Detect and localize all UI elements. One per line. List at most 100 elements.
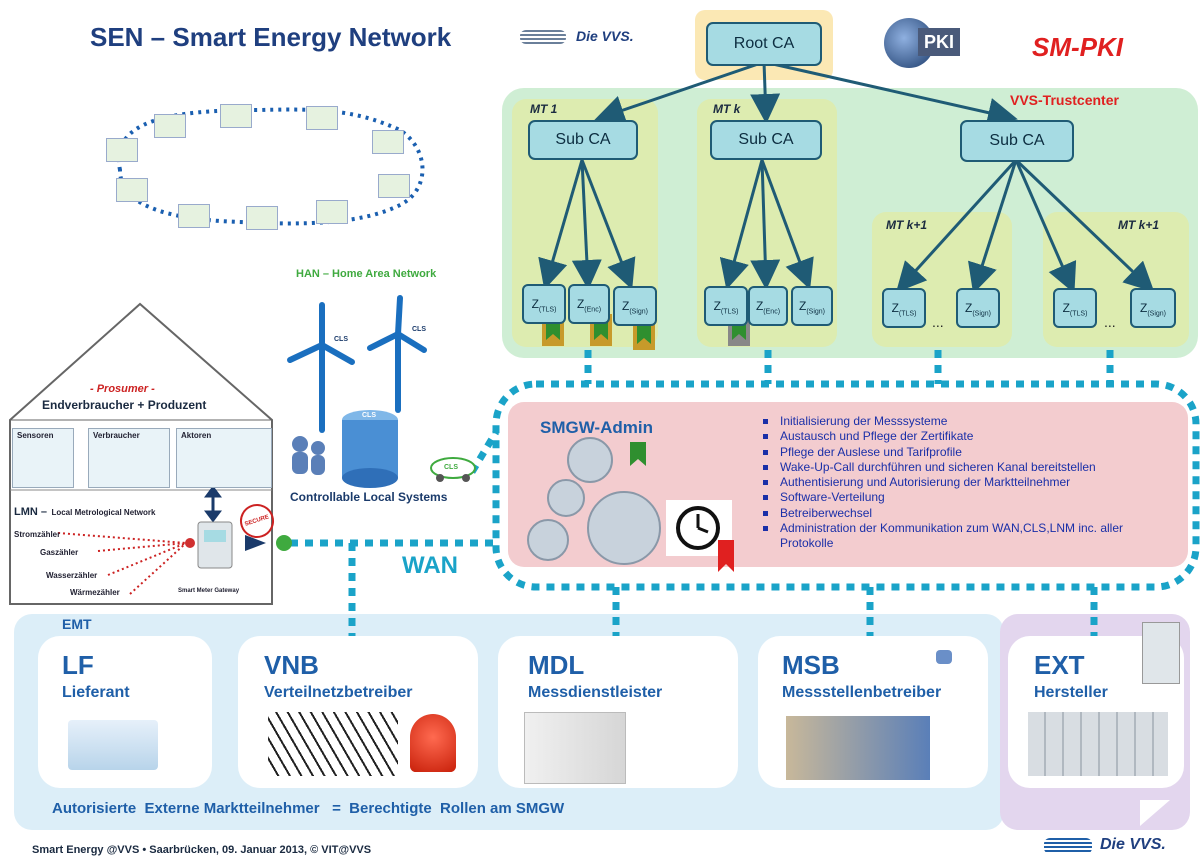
cert-z-letter: Z: [755, 299, 764, 313]
consumers-section: Verbraucher: [88, 428, 170, 488]
cert-z-letter: Z: [1139, 301, 1148, 315]
products-icon: [1028, 712, 1168, 776]
root-ca-box: Root CA: [706, 22, 822, 66]
role-abbr-ext: EXT: [1034, 650, 1085, 680]
lmn-main: LMN –: [14, 506, 47, 518]
house-icon: [116, 178, 148, 202]
sm-pki-label: SM-PKI: [1032, 32, 1123, 62]
role-card-ext: EXT Hersteller: [1008, 622, 1184, 788]
cert-z-tls-1: Z(TLS): [522, 284, 566, 324]
meter-water: Wasserzähler: [46, 571, 98, 580]
vvs-logo-bottom: Die VVS.: [1044, 836, 1194, 858]
admin-task: Initialisierung der Messsysteme: [762, 414, 1157, 429]
admin-task: Pflege der Auslese und Tarifprofile: [762, 445, 1157, 460]
sub-ca-1: Sub CA: [528, 120, 638, 160]
mt-label-k: MT k: [713, 102, 741, 116]
house-icon: [246, 206, 278, 230]
mt-label-1: MT 1: [530, 102, 558, 116]
cert-z-letter: Z: [531, 297, 539, 311]
cert-z-sub: (Sign): [972, 310, 992, 318]
sensors-label: Sensoren: [17, 431, 54, 440]
role-abbr-vnb: VNB: [264, 650, 319, 680]
smart-grid-network-illustration: [96, 96, 436, 236]
vvs-logo-text: Die VVS.: [1100, 836, 1166, 853]
cert-z-sub: (Enc): [584, 306, 602, 314]
sensors-section: Sensoren: [12, 428, 74, 488]
sub-ca-2: Sub CA: [710, 120, 822, 160]
power-pylon-icon: [268, 712, 398, 776]
cert-z-sub: (TLS): [538, 306, 557, 314]
cls-label-car: CLS: [444, 464, 458, 471]
admin-task: Authentisierung und Autorisierung der Ma…: [762, 475, 1157, 490]
house-icon: [178, 204, 210, 228]
role-card-mdl: MDL Messdienstleister: [498, 636, 738, 788]
ellipsis-2: ...: [1104, 314, 1116, 330]
role-name-msb: Messstellenbetreiber: [782, 684, 942, 701]
cert-z-letter: Z: [1062, 301, 1070, 315]
cert-z-letter: Z: [964, 301, 973, 315]
role-card-msb: MSB Messstellenbetreiber: [758, 636, 988, 788]
vvs-wave-icon: [1044, 838, 1092, 854]
consumers-label: Verbraucher: [93, 431, 140, 440]
lmn-label: LMN – Local Metrological Network: [14, 502, 155, 520]
cls-label-turbine-2: CLS: [412, 326, 426, 333]
controllable-local-systems-label: Controllable Local Systems: [290, 490, 448, 504]
role-name-mdl: Messdienstleister: [528, 684, 663, 701]
cert-z-sub: (TLS): [720, 308, 739, 316]
house-icon: [306, 106, 338, 130]
role-card-lf: LF Lieferant: [38, 636, 212, 788]
meter-electricity: Stromzähler: [14, 530, 61, 539]
role-name-lf: Lieferant: [62, 684, 130, 701]
emt-footer: Autorisierte Externe Marktteilnehmer = B…: [52, 800, 565, 817]
cls-label-turbine-1: CLS: [334, 336, 348, 343]
cert-z-tls-4: Z(TLS): [1053, 288, 1097, 328]
vvs-wave-icon: [520, 30, 566, 44]
cert-z-sub: (Sign): [806, 308, 826, 316]
cls-label-storage: CLS: [362, 412, 376, 419]
wan-label: WAN: [402, 552, 458, 579]
power-plant-icon: [68, 720, 158, 770]
vvs-logo-text: Die VVS.: [576, 28, 634, 44]
house-icon: [372, 130, 404, 154]
cert-z-letter: Z: [891, 301, 899, 315]
cert-z-tls-2: Z(TLS): [704, 286, 748, 326]
house-icon: [106, 138, 138, 162]
sub-ca-3: Sub CA: [960, 120, 1074, 162]
actuators-section: Aktoren: [176, 428, 272, 488]
role-abbr-lf: LF: [62, 650, 94, 680]
gateway-label: Smart Meter Gateway: [178, 588, 240, 594]
meter-cabinet-icon: [524, 712, 626, 784]
role-name-ext: Hersteller: [1034, 684, 1108, 701]
small-device-icon: [936, 650, 952, 664]
role-card-vnb: VNB Verteilnetzbetreiber: [238, 636, 478, 788]
cert-z-sub: (Enc): [763, 308, 781, 316]
cert-z-letter: Z: [621, 299, 630, 313]
alarm-light-icon: [410, 714, 456, 772]
admin-task: Software-Verteilung: [762, 490, 1157, 505]
emt-label: EMT: [62, 616, 92, 632]
cert-z-sub: (Sign): [629, 308, 649, 316]
han-title: HAN – Home Area Network: [296, 268, 437, 280]
cert-z-sign-4: Z(Sign): [1130, 288, 1176, 328]
page-title: SEN – Smart Energy Network: [90, 22, 452, 52]
cert-z-letter: Z: [798, 299, 807, 313]
vvs-logo-top: Die VVS.: [520, 26, 660, 50]
gears-icon: [520, 436, 521, 437]
meter-heat: Wärmezähler: [70, 588, 120, 597]
cert-z-enc-2: Z(Enc): [748, 286, 788, 326]
admin-task: Betreiberwechsel: [762, 506, 1157, 521]
admin-task: Wake-Up-Call durchführen und sicheren Ka…: [762, 460, 1157, 475]
house-icon: [316, 200, 348, 224]
admin-task-list: Initialisierung der Messsysteme Austausc…: [762, 414, 1157, 552]
pki-logo: PKI: [884, 18, 964, 72]
cert-z-letter: Z: [576, 297, 585, 311]
mt-label-k1-b: MT k+1: [1118, 218, 1160, 232]
house-icon: [220, 104, 252, 128]
house-icon: [154, 114, 186, 138]
admin-task: Austausch und Pflege der Zertifikate: [762, 429, 1157, 444]
ellipsis-1: ...: [932, 314, 944, 330]
smgw-admin-title: SMGW-Admin: [540, 418, 653, 437]
actuators-label: Aktoren: [181, 431, 212, 440]
role-name-vnb: Verteilnetzbetreiber: [264, 684, 413, 701]
role-abbr-mdl: MDL: [528, 650, 585, 680]
